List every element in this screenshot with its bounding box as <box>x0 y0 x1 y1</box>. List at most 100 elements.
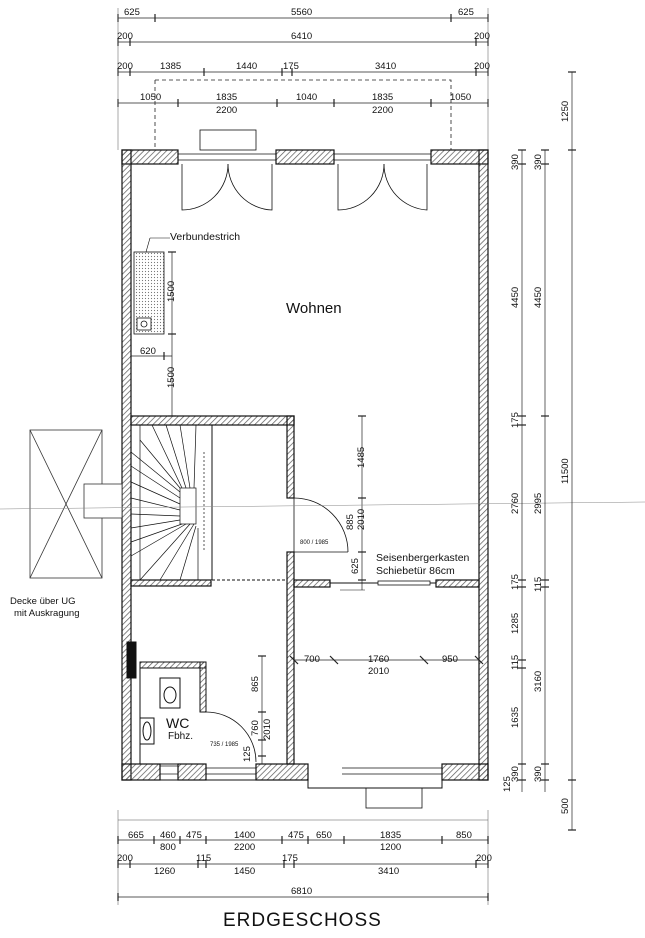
outer-walls <box>121 149 489 781</box>
dim-wc-125: 125 <box>242 746 253 762</box>
dim-right1-175-b: 175 <box>510 574 521 590</box>
dim-top-625-left: 625 <box>124 7 140 18</box>
dim-right3-11500: 11500 <box>560 458 571 484</box>
dim-right2-115: 115 <box>533 576 544 592</box>
dim-top4-1835-left: 1835 <box>216 92 238 103</box>
room-dimensions <box>289 655 484 665</box>
dim-kitchen-620: 620 <box>140 346 156 357</box>
kitchen-dimensions <box>131 251 176 417</box>
right-dimensions <box>518 71 576 831</box>
room-label-wc: WC <box>166 715 190 731</box>
dim-bottom2-175: 175 <box>282 853 298 864</box>
dim-bottom2-3410: 3410 <box>378 866 400 877</box>
staircase <box>130 424 205 581</box>
dim-bottom1-800: 800 <box>160 842 176 853</box>
dim-right1-4450: 4450 <box>510 286 521 308</box>
dim-right1-2760: 2760 <box>510 492 521 514</box>
wc-room <box>126 641 257 775</box>
interior-walls <box>130 415 480 765</box>
dim-top-625-right: 625 <box>458 7 474 18</box>
dim-bottom3-6810: 6810 <box>291 886 313 897</box>
dim-hall-625: 625 <box>350 558 361 574</box>
dim-bottom2-200-left: 200 <box>117 853 133 864</box>
dim-hall-1485: 1485 <box>356 446 367 468</box>
dim-room-1760: 1760 <box>368 654 390 665</box>
dim-bottom2-200-right: 200 <box>476 853 492 864</box>
kitchen-counter <box>133 237 170 335</box>
dim-right2-390-top: 390 <box>533 154 544 170</box>
dim-bottom1-665: 665 <box>128 830 144 841</box>
dim-wc-760: 760 <box>250 720 261 736</box>
dim-top2-200-left: 200 <box>117 31 133 42</box>
bottom-window <box>206 767 442 809</box>
dim-top4-2200-right: 2200 <box>372 105 394 116</box>
note-mit-auskragung: mit Auskragung <box>14 608 80 619</box>
dim-bottom1-460: 460 <box>160 830 176 841</box>
top-openings <box>178 129 431 211</box>
dim-top3-3410: 3410 <box>375 61 397 72</box>
dim-right2-4450: 4450 <box>533 286 544 308</box>
note-seisenbergerkasten: Seisenbergerkasten <box>376 552 470 564</box>
dim-top3-1385: 1385 <box>160 61 182 72</box>
dim-bottom2-115: 115 <box>196 853 212 864</box>
dim-bottom1-2200: 2200 <box>234 842 256 853</box>
sliding-door <box>330 580 436 591</box>
dim-hall-885: 885 <box>345 514 356 530</box>
entrance-door <box>293 497 349 553</box>
room-label-wohnen: Wohnen <box>286 300 342 317</box>
note-decke-ueber-ug: Decke über UG <box>10 596 76 607</box>
dim-top4-1040: 1040 <box>296 92 318 103</box>
dim-bottom1-475-b: 475 <box>288 830 304 841</box>
dim-right1-175-a: 175 <box>510 412 521 428</box>
dim-room-950: 950 <box>442 654 458 665</box>
dim-wc-865: 865 <box>250 676 261 692</box>
dim-right3-500: 500 <box>560 798 571 814</box>
dim-top3-200-left: 200 <box>117 61 133 72</box>
hall-dimensions <box>358 415 366 590</box>
dim-right1-390-bottom: 390 <box>510 766 521 782</box>
door-size-wc: 735 / 1985 <box>210 742 239 748</box>
dim-bottom1-850: 850 <box>456 830 472 841</box>
dim-right2-390-bottom: 390 <box>533 766 544 782</box>
dim-right2-3160: 3160 <box>533 670 544 692</box>
dim-right3-1250: 1250 <box>560 100 571 122</box>
dim-room-700: 700 <box>304 654 320 665</box>
dim-top4-1050-right: 1050 <box>450 92 472 103</box>
page-title: ERDGESCHOSS <box>223 910 382 931</box>
dim-right1-1285: 1285 <box>510 612 521 634</box>
dim-top3-200-right: 200 <box>474 61 490 72</box>
dim-right2-2995: 2995 <box>533 492 544 514</box>
dim-top4-1835-right: 1835 <box>372 92 394 103</box>
bottom-dimensions <box>117 810 489 905</box>
dim-room-2010: 2010 <box>368 666 390 677</box>
dim-bottom1-475-a: 475 <box>186 830 202 841</box>
dim-kitchen-1500-top: 1500 <box>166 280 177 302</box>
top-dimensions <box>117 8 489 150</box>
dim-bottom2-1450: 1450 <box>234 866 256 877</box>
dim-wc-2010: 2010 <box>262 718 273 740</box>
dim-kitchen-1500-bottom: 1500 <box>166 366 177 388</box>
dim-top3-1440: 1440 <box>236 61 258 72</box>
room-label-fbhz: Fbhz. <box>168 731 194 742</box>
dim-bottom2-1260: 1260 <box>154 866 176 877</box>
dim-top2-200-right: 200 <box>474 31 490 42</box>
dim-bottom1-1400: 1400 <box>234 830 256 841</box>
dim-top4-2200-left: 2200 <box>216 105 238 116</box>
dim-bottom1-650: 650 <box>316 830 332 841</box>
dim-top-5560: 5560 <box>291 7 313 18</box>
door-size-main: 800 / 1985 <box>300 540 329 546</box>
dim-right1-1635: 1635 <box>510 706 521 728</box>
note-verbundestrich: Verbundestrich <box>170 231 241 243</box>
ceiling-overhang-box <box>29 429 123 579</box>
dim-top4-1050-left: 1050 <box>140 92 162 103</box>
dim-right1-390-top: 390 <box>510 154 521 170</box>
wc-dimensions <box>258 655 266 764</box>
dim-right1-115: 115 <box>510 654 521 670</box>
dim-hall-2010: 2010 <box>356 508 367 530</box>
dim-top3-175: 175 <box>283 61 299 72</box>
dim-bottom1-1200: 1200 <box>380 842 402 853</box>
dim-top2-6410: 6410 <box>291 31 313 42</box>
note-schiebetuer: Schiebetür 86cm <box>376 565 455 577</box>
dim-bottom1-1835: 1835 <box>380 830 402 841</box>
